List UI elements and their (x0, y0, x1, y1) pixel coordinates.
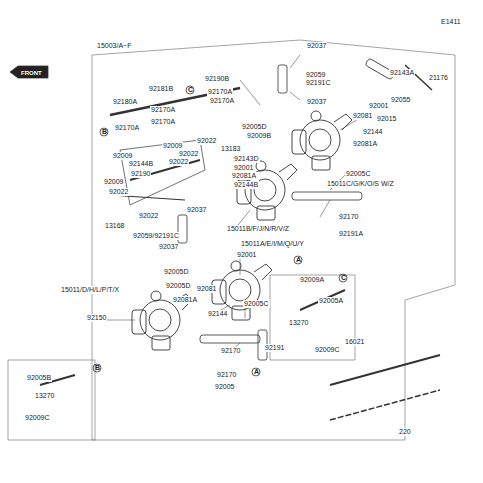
reference-letter: C (340, 274, 347, 282)
reference-letter: A (253, 368, 260, 376)
callout-number: 92009B (246, 132, 272, 140)
callout-number: 92170A (150, 118, 176, 126)
callout-number: 92009 (162, 142, 183, 150)
callout-number: 92005C (345, 170, 372, 178)
callout-number: 92037 (158, 243, 179, 251)
callout-number: 92001 (368, 102, 389, 110)
reference-letter: B (101, 128, 108, 136)
reference-letter: C (187, 86, 194, 94)
callout-number: 92191C (305, 79, 332, 87)
callout-number: 92181B (148, 85, 174, 93)
callout-number: 92170A (114, 124, 140, 132)
callout-number: 92170A (207, 88, 233, 96)
callout-number: 92170 (220, 347, 241, 355)
callout-number: 92009 (112, 152, 133, 160)
callout-number: 92180A (112, 98, 138, 106)
callout-number: 92144B (128, 160, 154, 168)
callout-number: 92005D (241, 123, 268, 131)
callout-number: 92144 (207, 310, 228, 318)
reference-letter: A (295, 256, 302, 264)
callout-number: 92009A (299, 276, 325, 284)
callout-number: 92022 (168, 158, 189, 166)
callout-number: 92005D (165, 282, 192, 290)
callout-number: 92022 (108, 188, 129, 196)
callout-number: 92001 (236, 251, 257, 259)
callout-number: 92143D (233, 155, 260, 163)
callout-number: 15011B/F/J/N/R/V/Z (226, 225, 290, 233)
callout-number: 92190B (204, 75, 230, 83)
callout-number: 92081A (231, 172, 257, 180)
callout-number: 92005A (318, 297, 344, 305)
callout-number: 16021 (344, 338, 365, 346)
callout-number: 92037 (186, 206, 207, 214)
callout-number: 92081A (352, 140, 378, 148)
callout-number: 92009C (314, 346, 341, 354)
callout-number: 92022 (178, 150, 199, 158)
reference-letter: B (94, 364, 101, 372)
callout-number: 220 (398, 428, 412, 436)
callout-number: 92022 (138, 212, 159, 220)
callout-number: 92009 (103, 178, 124, 186)
callout-number: 92170A (209, 97, 235, 105)
callout-number: 92081A (172, 296, 198, 304)
callout-number: 92191A (338, 230, 364, 238)
callout-number: 92190 (130, 170, 151, 178)
callout-number: 92170 (216, 371, 237, 379)
callout-number: 92170 (338, 213, 359, 221)
callout-number: 92005C (243, 300, 270, 308)
callout-number: 92009C (24, 414, 51, 422)
callout-number: 92001 (233, 164, 254, 172)
callout-number: E1411 (440, 18, 462, 26)
callout-number: 92081 (352, 112, 373, 120)
callout-number: 92005D (163, 268, 190, 276)
callout-number: 92005 (214, 383, 235, 391)
callout-number: 92191 (264, 344, 285, 352)
callout-number: 92150 (86, 314, 107, 322)
callout-number: 92144B (233, 181, 259, 189)
callout-number: 92170A (150, 106, 176, 114)
callout-number: 13270 (288, 319, 309, 327)
callout-number: 92081 (196, 285, 217, 293)
callout-number: 92037 (306, 98, 327, 106)
callout-number: 92143A (389, 69, 415, 77)
callout-number: 15011/D/H/L/P/T/X (60, 286, 120, 294)
callout-number: 13183 (220, 145, 241, 153)
callout-number: 92015 (376, 115, 397, 123)
callout-number: 92059 (305, 71, 326, 79)
callout-number: 92144 (362, 128, 383, 136)
callout-number: 15011C/G/K/O/S W/Z (326, 180, 395, 188)
callout-number: 13270 (34, 392, 55, 400)
callout-number: 21176 (428, 74, 449, 82)
front-arrow-text: FRONT (19, 68, 44, 78)
callout-number: 13168 (104, 222, 125, 230)
callout-number: 92055 (390, 96, 411, 104)
callout-number: 15003/A~F (96, 42, 132, 50)
callout-number: 92005B (26, 374, 52, 382)
callout-number: 15011A/E/I/M/Q/U/Y (240, 240, 305, 248)
callout-number: 92059/92191C (132, 232, 180, 240)
callout-number: 92022 (196, 137, 217, 145)
callout-number: 92037 (306, 42, 327, 50)
